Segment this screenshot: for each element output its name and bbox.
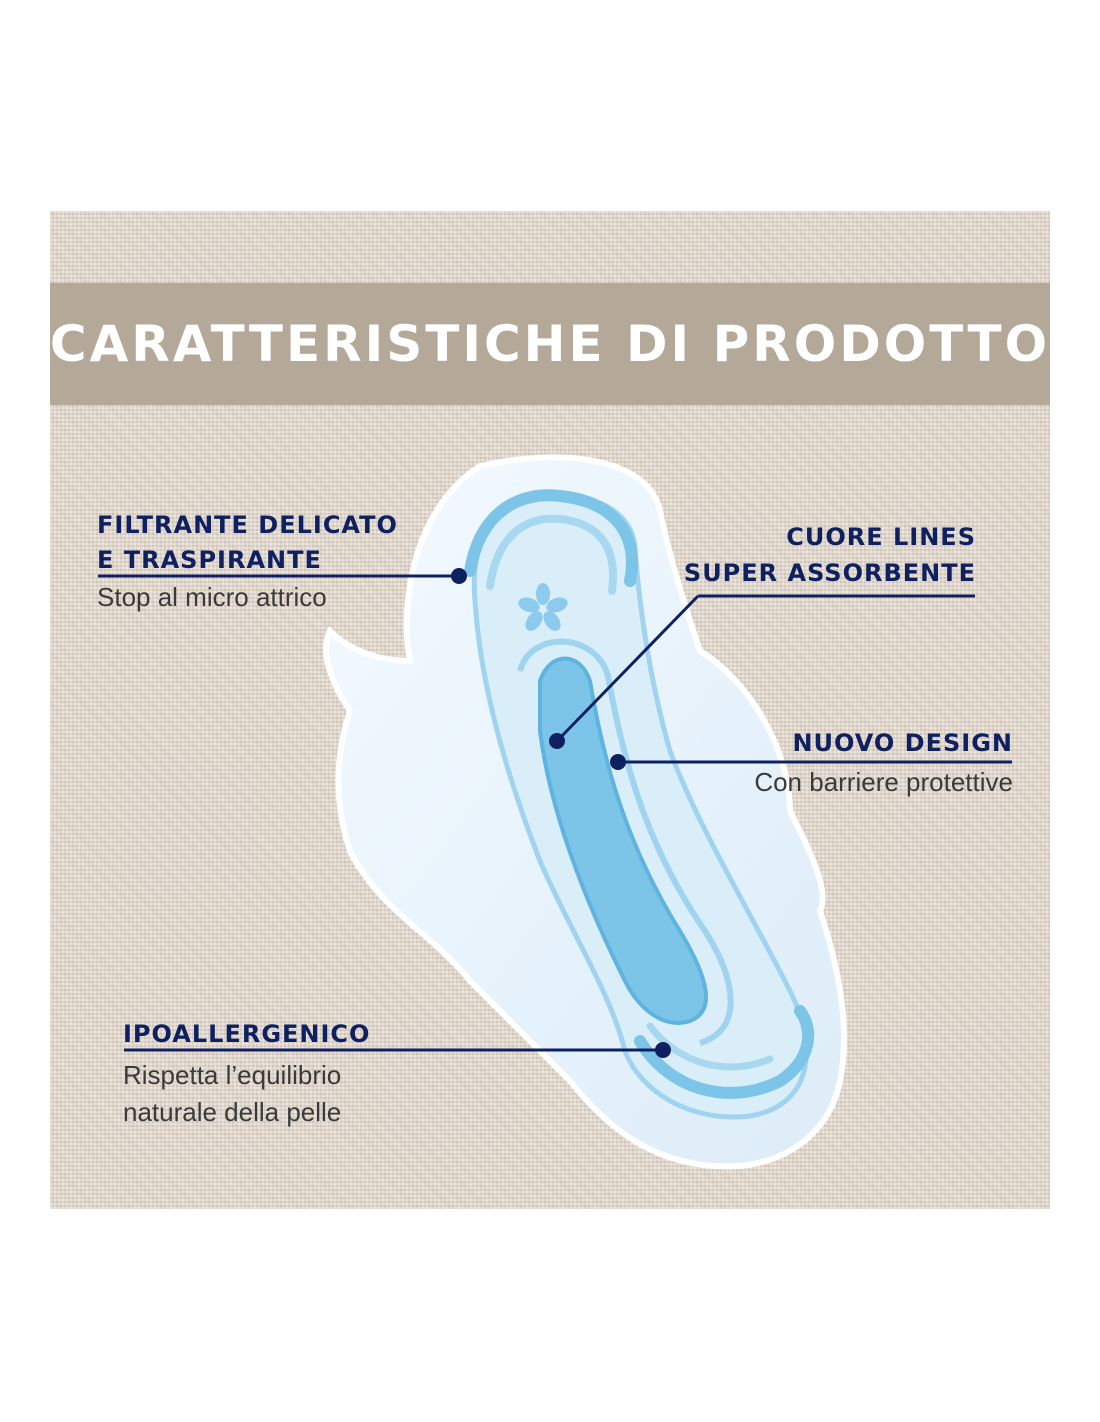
pad-top-arch-inner <box>486 514 617 595</box>
pad-core-outline <box>517 638 734 1046</box>
feature-design-title: NUOVO DESIGN <box>792 729 1013 757</box>
feature-ipo-subtitle-line1: Rispetta l’equilibrio <box>123 1060 342 1090</box>
leader-dot-cuore <box>549 733 565 749</box>
leader-line-cuore <box>555 594 700 743</box>
feature-ipo-title: IPOALLERGENICO <box>123 1020 371 1048</box>
fabric-background-panel: CARATTERISTICHE DI PRODOTTO <box>50 211 1050 1209</box>
title-banner: CARATTERISTICHE DI PRODOTTO <box>50 283 1050 405</box>
feature-cuore-title-line1: CUORE LINES <box>786 523 976 551</box>
pad-bottom-arch-inner <box>646 1022 774 1071</box>
feature-ipo-subtitle-line2: naturale della pelle <box>123 1097 342 1127</box>
leader-dot-design <box>610 754 626 770</box>
flower-icon <box>518 583 568 631</box>
leader-dot-ipo <box>655 1042 671 1058</box>
feature-design-subtitle: Con barriere protettive <box>754 767 1013 797</box>
pad-core-channel <box>538 656 708 1025</box>
feature-filtrante-subtitle: Stop al micro attrico <box>97 582 327 612</box>
leader-dot-filtrante <box>451 568 467 584</box>
sanitary-pad-illustration <box>98 454 1012 1170</box>
pad-bottom-arch <box>634 1005 815 1099</box>
feature-cuore-title-line2: SUPER ASSORBENTE <box>683 559 976 587</box>
feature-filtrante-title-line1: FILTRANTE DELICATO <box>97 511 398 539</box>
page-title: CARATTERISTICHE DI PRODOTTO <box>50 315 1050 373</box>
feature-filtrante-title-line2: E TRASPIRANTE <box>97 546 322 574</box>
pad-top-arch-outer <box>464 489 638 587</box>
